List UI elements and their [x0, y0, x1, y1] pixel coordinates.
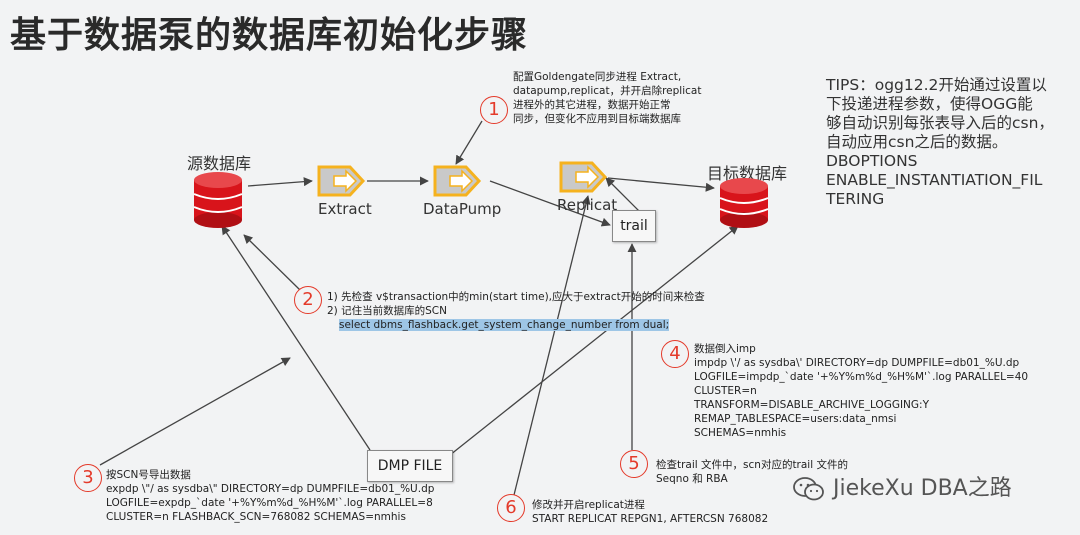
step-4-line: LOGFILE=impdp_`date '+%Y%m%d_%H%M'`.log …	[694, 371, 1029, 383]
step-4-line: TRANSFORM=DISABLE_ARCHIVE_LOGGING:Y	[694, 399, 930, 411]
pointer-step6	[513, 195, 591, 496]
arrow-datapump-trail	[489, 180, 611, 227]
step-1-line: 同步，但变化不应用到目标端数据库	[513, 113, 681, 125]
step-4-line: 数据倒入imp	[694, 343, 756, 355]
step-6-line: START REPLICAT REPGN1, AFTERCSN 768082	[532, 513, 769, 525]
step-6-line: 修改并开启replicat进程	[532, 499, 645, 511]
datapump-label: DataPump	[423, 200, 502, 218]
step-2-line: 1) 先检查 v$transaction中的min(start time),应大…	[327, 291, 705, 303]
page-title: 基于数据泵的数据库初始化步骤	[10, 15, 529, 56]
step-4-line: impdp \'/ as sysdba\' DIRECTORY=dp DUMPF…	[694, 357, 1020, 369]
extract-process-icon	[317, 165, 366, 197]
target-database-icon	[719, 178, 769, 228]
step-3-note: 按SCN号导出数据 expdp \"/ as sysdba\" DIRECTOR…	[106, 468, 434, 524]
tips-line: 自动应用csn之后的数据。	[826, 133, 1008, 151]
datapump-process-icon	[433, 165, 482, 197]
step-1-line: 进程外的其它进程，数据开始正常	[513, 99, 671, 111]
arrow-source-extract	[247, 177, 313, 187]
tips-text: TIPS：ogg12.2开始通过设置以 下投递进程参数，使得OGG能 够自动识别…	[826, 76, 1066, 209]
step-4-line: CLUSTER=n	[694, 385, 757, 397]
step-2-line: 2) 记住当前数据库的SCN	[327, 305, 447, 317]
tips-line: 够自动识别每张表导入后的csn，	[826, 114, 1054, 132]
dmp-file-box: DMP FILE	[367, 450, 453, 482]
tips-line: TERING	[826, 190, 885, 208]
step-4-marker: 4	[661, 340, 689, 368]
arrow-replicat-target	[607, 177, 715, 192]
source-database-icon	[193, 172, 243, 228]
step-1-line: datapump,replicat，并开启除replicat	[513, 85, 702, 97]
step-4-line: SCHEMAS=nmhis	[694, 427, 787, 439]
pointer-step1	[455, 120, 483, 165]
replicat-process-icon	[559, 161, 608, 193]
step-6-note: 修改并开启replicat进程 START REPLICAT REPGN1, A…	[532, 498, 768, 526]
step-3-line: LOGFILE=expdp_`date '+%Y%m%d_%H%M'`.log …	[106, 497, 433, 509]
step-1-line: 配置Goldengate同步进程 Extract,	[513, 71, 682, 83]
step-5-line: 检查trail 文件中，scn对应的trail 文件的	[656, 459, 848, 471]
step-6-marker: 6	[497, 494, 525, 522]
step-4-line: REMAP_TABLESPACE=users:data_nmsi	[694, 413, 897, 425]
arrow-dmp-source	[221, 225, 371, 451]
step-2-marker: 2	[294, 286, 322, 314]
watermark-text: JiekeXu DBA之路	[833, 476, 1012, 501]
step-5-line: Seqno 和 RBA	[656, 473, 728, 485]
source-db-label: 源数据库	[187, 154, 252, 173]
step-4-note: 数据倒入imp impdp \'/ as sysdba\' DIRECTORY=…	[694, 342, 1028, 440]
step-1-marker: 1	[480, 96, 508, 124]
step-3-line: 按SCN号导出数据	[106, 469, 191, 481]
step-5-note: 检查trail 文件中，scn对应的trail 文件的 Seqno 和 RBA	[656, 458, 848, 486]
replicat-label: Replicat	[557, 196, 618, 214]
target-db-label: 目标数据库	[707, 164, 788, 183]
extract-label: Extract	[318, 200, 372, 218]
wechat-icon	[793, 477, 824, 501]
pointer-step2	[243, 234, 301, 291]
watermark: JiekeXu DBA之路	[792, 470, 1012, 503]
step-5-marker: 5	[620, 450, 648, 478]
step-2-note: 1) 先检查 v$transaction中的min(start time),应大…	[327, 290, 705, 332]
step-3-line: CLUSTER=n FLASHBACK_SCN=768082 SCHEMAS=n…	[106, 511, 406, 523]
pointer-step3	[99, 357, 291, 466]
step-1-note: 配置Goldengate同步进程 Extract, datapump,repli…	[513, 70, 701, 126]
tips-line: TIPS：ogg12.2开始通过设置以	[826, 76, 1047, 94]
step-3-marker: 3	[74, 464, 102, 492]
step-3-line: expdp \"/ as sysdba\" DIRECTORY=dp DUMPF…	[106, 483, 435, 495]
tips-line: ENABLE_INSTANTIATION_FIL	[826, 171, 1043, 189]
tips-line: 下投递进程参数，使得OGG能	[826, 95, 1033, 113]
tips-line: DBOPTIONS	[826, 152, 918, 170]
arrow-trail-replicat	[605, 177, 641, 213]
step-2-sql-highlight: select dbms_flashback.get_system_change_…	[339, 319, 670, 331]
arrow-dmp-target	[449, 225, 739, 456]
trail-file-box: trail	[612, 210, 656, 242]
